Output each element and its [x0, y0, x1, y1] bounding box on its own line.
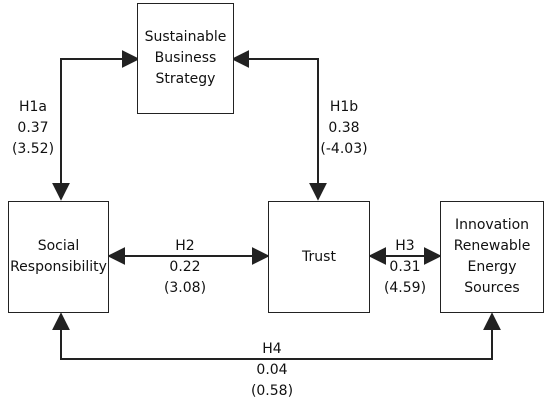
- h3-name: H3: [395, 238, 415, 254]
- h1a-statistic: (3.52): [11, 141, 55, 157]
- h1b-coefficient: 0.38: [328, 120, 360, 136]
- h2-coefficient: 0.22: [169, 259, 201, 275]
- h4-coefficient: 0.04: [256, 362, 288, 378]
- node-social-responsibility: Social Responsibility: [8, 201, 109, 313]
- edge-h4-connector: [52, 312, 501, 360]
- h1b-name: H1b: [329, 99, 359, 115]
- node-trust-label: Trust: [302, 248, 336, 265]
- h4-name: H4: [262, 341, 282, 357]
- node-innovation-label: Innovation Renewable Energy Sources: [453, 217, 531, 296]
- h1a-coefficient: 0.37: [17, 120, 49, 136]
- edge-label-h2: H2 0.22 (3.08): [150, 236, 220, 299]
- edge-h1a-connector: [52, 50, 140, 201]
- node-sustainable-business-strategy: Sustainable Business Strategy: [137, 3, 234, 114]
- h1a-name: H1a: [18, 99, 47, 115]
- edge-h1b-connector: [231, 50, 327, 201]
- edge-label-h3: H3 0.31 (4.59): [370, 236, 440, 299]
- edge-label-h1b: H1b 0.38 (-4.03): [309, 97, 379, 160]
- h3-coefficient: 0.31: [389, 259, 421, 275]
- h1b-statistic: (-4.03): [320, 141, 368, 157]
- node-trust: Trust: [268, 201, 370, 313]
- h3-statistic: (4.59): [383, 280, 427, 296]
- node-strategy-label: Sustainable Business Strategy: [144, 29, 227, 87]
- h4-statistic: (0.58): [250, 383, 294, 399]
- edge-label-h4: H4 0.04 (0.58): [237, 339, 307, 402]
- h2-name: H2: [175, 238, 195, 254]
- node-social-label: Social Responsibility: [10, 238, 107, 275]
- h2-statistic: (3.08): [163, 280, 207, 296]
- node-innovation-renewable-energy: Innovation Renewable Energy Sources: [440, 201, 544, 313]
- edge-label-h1a: H1a 0.37 (3.52): [0, 97, 68, 160]
